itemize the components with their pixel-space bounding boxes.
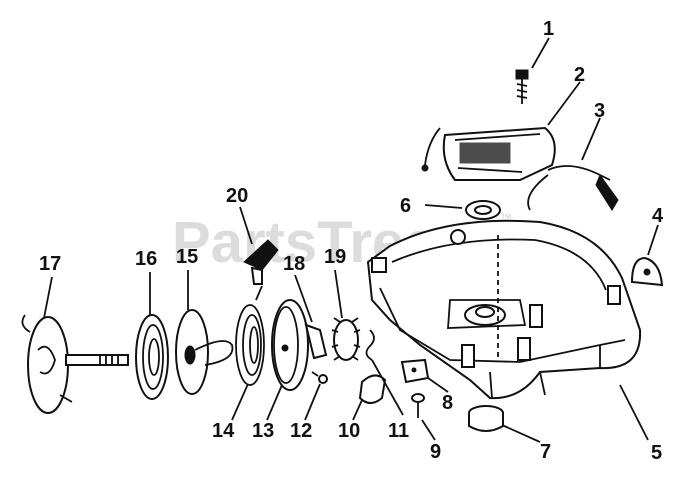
part-seal (465, 200, 501, 220)
callout-7: 7 (540, 441, 551, 463)
part-ignition-module (421, 126, 556, 181)
callout-6: 6 (400, 195, 411, 217)
part-pawl (304, 323, 328, 360)
part-screw-9 (411, 393, 425, 418)
part-housing (366, 219, 642, 400)
callout-2: 2 (574, 64, 585, 86)
part-clip (358, 374, 387, 404)
callout-15: 15 (176, 246, 198, 268)
callout-16: 16 (135, 248, 157, 270)
callout-18: 18 (283, 253, 305, 275)
callout-1: 1 (543, 18, 554, 40)
part-knob (243, 239, 279, 285)
callout-10: 10 (338, 420, 360, 442)
part-screw-1 (515, 69, 529, 104)
part-small-spring (365, 329, 375, 361)
part-pin (311, 371, 328, 384)
part-rope-pulley (175, 309, 234, 395)
part-bearing (468, 405, 504, 432)
part-spring-cup (135, 314, 169, 400)
callout-13: 13 (252, 420, 274, 442)
callout-14: 14 (212, 420, 235, 442)
part-pulley (271, 299, 309, 391)
part-grommet (630, 256, 664, 287)
part-recoil-spring (235, 285, 265, 386)
callout-11: 11 (388, 420, 409, 442)
leader-lines (43, 37, 659, 443)
callout-numbers: 1 2 3 4 5 6 7 8 9 10 11 12 13 14 15 16 1… (39, 18, 664, 464)
callout-12: 12 (290, 420, 312, 442)
callout-4: 4 (652, 205, 664, 227)
part-gear (331, 317, 361, 361)
callout-9: 9 (430, 441, 441, 463)
part-handle-assembly (21, 314, 129, 414)
callout-3: 3 (594, 100, 605, 122)
part-wire-lead (527, 165, 619, 211)
part-plate (400, 358, 430, 384)
callout-17: 17 (39, 253, 61, 275)
callout-5: 5 (651, 442, 662, 464)
callout-20: 20 (226, 185, 248, 207)
callout-19: 19 (324, 246, 346, 268)
callout-8: 8 (442, 392, 453, 414)
